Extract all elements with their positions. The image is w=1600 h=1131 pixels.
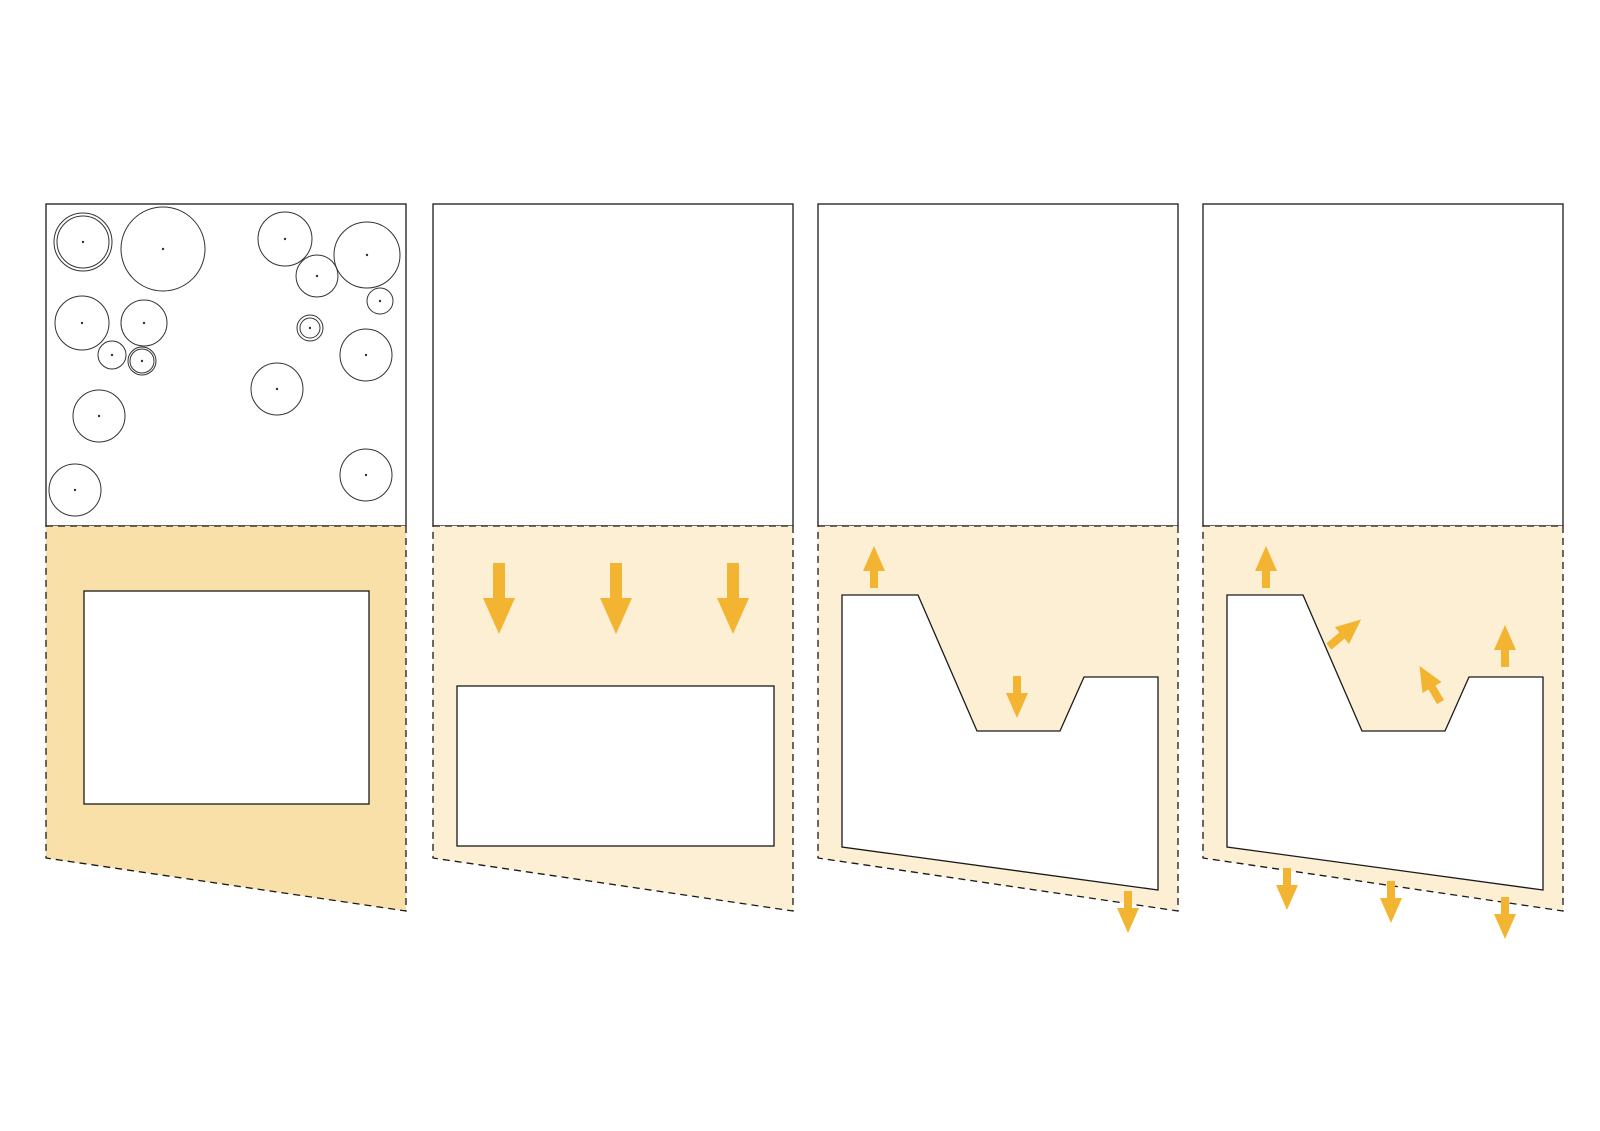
panel-4-upper-frame: [1202, 203, 1564, 527]
tree-canopy: [48, 463, 102, 517]
down-arrow-icon: [1276, 868, 1298, 910]
tree-canopy: [72, 389, 126, 443]
panel-4-building-footprint: [1226, 594, 1544, 891]
tree-canopy: [127, 346, 157, 376]
tree-canopy: [296, 314, 324, 342]
tree-group: [48, 206, 401, 517]
tree-canopy: [56, 215, 110, 269]
tree-canopy: [295, 254, 339, 298]
panel-2: [432, 203, 794, 912]
tree-canopy: [120, 206, 206, 292]
panel-1-upper-frame: [45, 203, 407, 527]
tree-canopy: [54, 295, 110, 351]
panel-2-building-footprint: [456, 685, 775, 847]
tree-centers: [73, 237, 382, 492]
tree-canopy: [97, 340, 127, 370]
tree-canopy: [366, 287, 394, 315]
tree-canopy: [250, 362, 304, 416]
panel-3: [817, 203, 1179, 933]
tree-canopy: [339, 448, 393, 502]
tree-canopy: [120, 299, 168, 347]
tree-canopy: [257, 211, 313, 267]
down-arrow-icon: [1380, 881, 1402, 923]
panel-3-building-footprint: [841, 594, 1159, 891]
panel-2-upper-frame: [432, 203, 794, 527]
panel-3-upper-frame: [817, 203, 1179, 527]
tree-canopy: [299, 317, 321, 339]
panel-1-building-footprint: [83, 590, 370, 805]
tree-canopy: [53, 212, 113, 272]
tree-canopy: [129, 348, 155, 374]
tree-canopy: [333, 221, 401, 289]
panel-4: [1202, 203, 1564, 939]
tree-canopy: [339, 328, 393, 382]
panel-1: [45, 203, 407, 912]
